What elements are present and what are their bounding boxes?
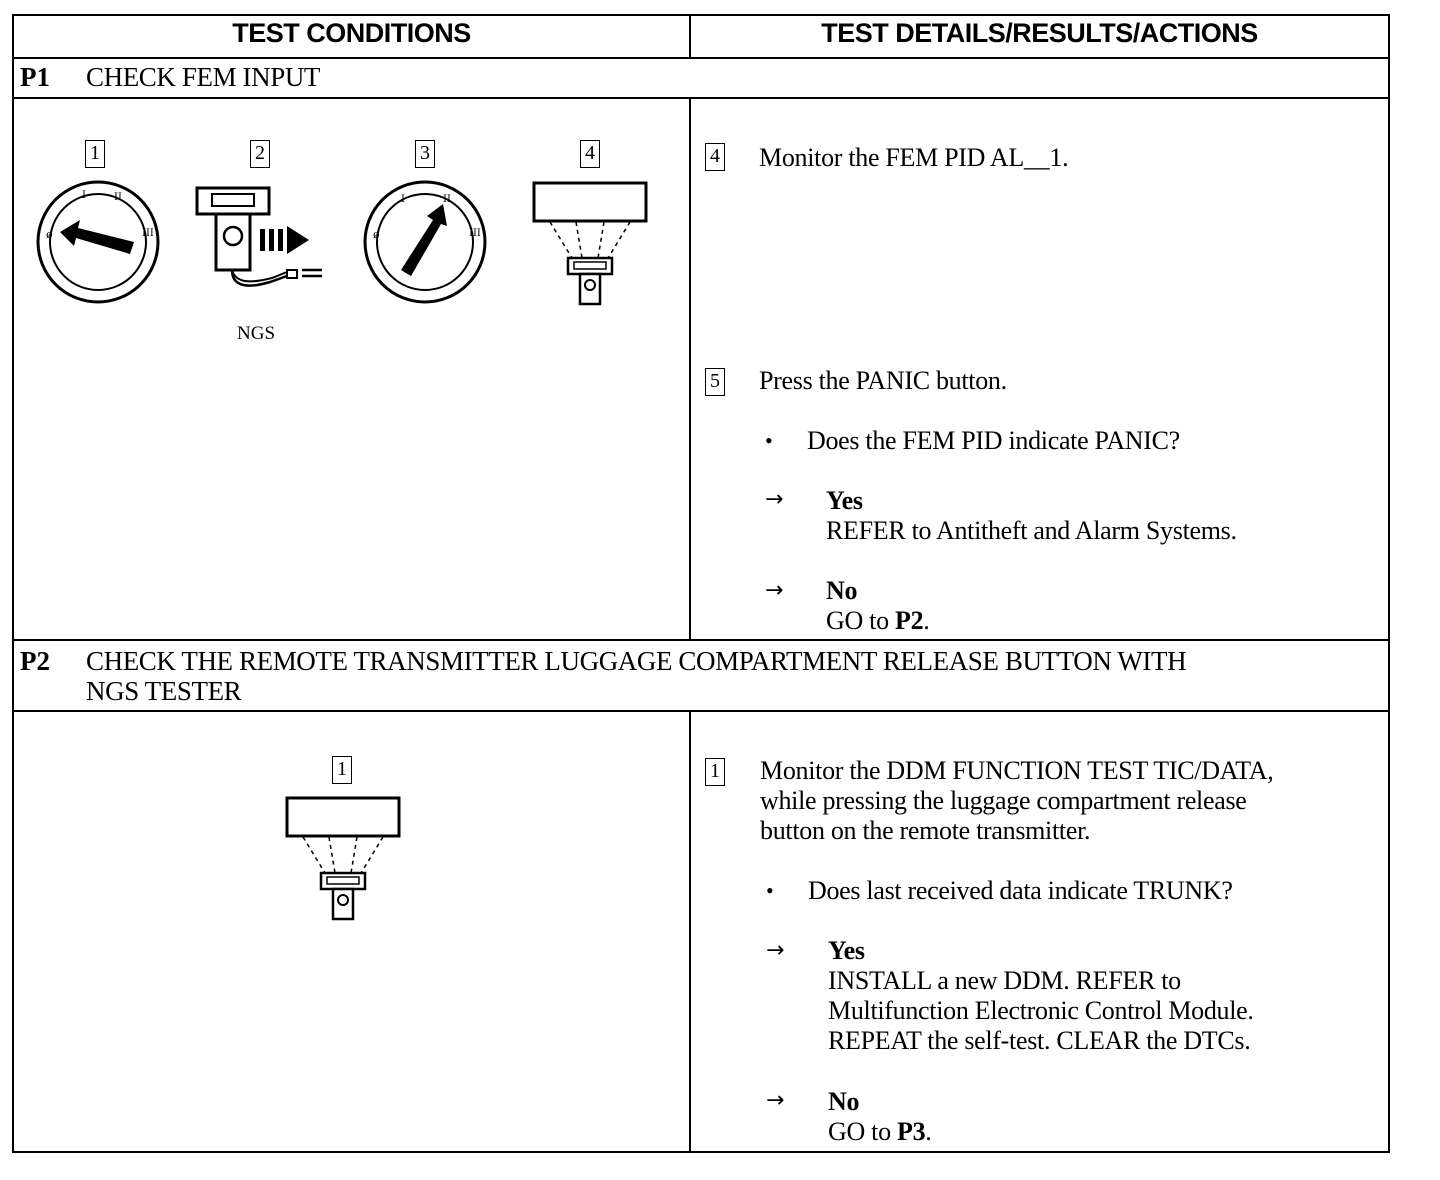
p1-action-text-5: Press the PANIC button. xyxy=(759,366,1007,395)
p1-no-arrow: → xyxy=(765,578,784,603)
ngs-tester-connect-icon xyxy=(195,186,322,287)
p2-question: Does last received data indicate TRUNK? xyxy=(808,876,1233,905)
p1-yes-text: REFER to Antitheft and Alarm Systems. xyxy=(826,516,1237,545)
p1-no-label: No xyxy=(826,576,858,605)
svg-text:II: II xyxy=(114,192,122,203)
p1-column-divider xyxy=(689,97,691,641)
p2-no-suffix: . xyxy=(925,1117,932,1146)
p2-step-id: P2 xyxy=(20,646,50,676)
p2-yes-label: Yes xyxy=(828,936,865,965)
p2-no-arrow: → xyxy=(766,1088,785,1113)
p2-action-line-2: while pressing the luggage compartment r… xyxy=(760,786,1247,815)
header-divider xyxy=(12,57,1390,59)
p1-action-text-4: Monitor the FEM PID AL__1. xyxy=(759,143,1069,172)
tester-screen-icon xyxy=(532,181,648,306)
p1-illus-step-2: 2 xyxy=(250,140,270,168)
header-column-divider xyxy=(689,14,691,58)
ignition-run-icon: ø I II III xyxy=(363,180,487,304)
svg-text:ø: ø xyxy=(373,228,380,241)
p2-no-target: P3 xyxy=(896,1117,926,1146)
ignition-off-icon: ø I II III xyxy=(36,180,160,304)
header-test-conditions: TEST CONDITIONS xyxy=(232,18,471,48)
header-test-details: TEST DETAILS/RESULTS/ACTIONS xyxy=(821,18,1258,48)
p1-yes-label: Yes xyxy=(826,486,863,515)
svg-text:ø: ø xyxy=(46,228,53,241)
p1-no-prefix: GO to xyxy=(826,606,895,635)
svg-text:I: I xyxy=(401,194,405,205)
p1-illus-step-4: 4 xyxy=(580,140,600,168)
p2-yes-line-2: Multifunction Electronic Control Module. xyxy=(828,996,1254,1025)
p1-step-title: CHECK FEM INPUT xyxy=(86,62,321,92)
svg-text:II: II xyxy=(443,194,451,205)
p2-step-title-line2: NGS TESTER xyxy=(86,676,242,706)
svg-text:III: III xyxy=(142,228,154,239)
p2-illus-step-1: 1 xyxy=(332,756,352,784)
p2-title-divider xyxy=(12,710,1390,712)
ngs-label: NGS xyxy=(237,323,276,344)
p2-no-label: No xyxy=(828,1087,860,1116)
p2-yes-line-1: INSTALL a new DDM. REFER to xyxy=(828,966,1181,995)
p2-step-title-line1: CHECK THE REMOTE TRANSMITTER LUGGAGE COM… xyxy=(86,646,1187,676)
svg-text:III: III xyxy=(469,228,481,239)
p1-action-num-4: 4 xyxy=(705,143,725,171)
p2-no-prefix: GO to xyxy=(828,1117,897,1146)
tester-screen-icon xyxy=(285,796,401,921)
p2-yes-arrow: → xyxy=(766,938,785,963)
p2-question-bullet: • xyxy=(766,878,774,903)
p1-question: Does the FEM PID indicate PANIC? xyxy=(807,426,1180,455)
p2-yes-line-3: REPEAT the self-test. CLEAR the DTCs. xyxy=(828,1026,1251,1055)
p1-no-suffix: . xyxy=(923,606,930,635)
p1-action-num-5: 5 xyxy=(705,368,725,396)
p2-section-divider xyxy=(12,639,1390,641)
p1-no-target: P2 xyxy=(894,606,924,635)
p1-title-divider xyxy=(12,97,1390,99)
p1-illus-step-1: 1 xyxy=(85,140,105,168)
p1-yes-arrow: → xyxy=(765,487,784,512)
p2-no-text: GO to P3. xyxy=(828,1117,932,1147)
p1-step-id: P1 xyxy=(20,62,50,92)
p1-illus-step-3: 3 xyxy=(415,140,435,168)
p2-action-line-1: Monitor the DDM FUNCTION TEST TIC/DATA, xyxy=(760,756,1274,785)
svg-text:I: I xyxy=(82,190,86,201)
table-frame xyxy=(12,14,1390,1153)
p2-action-line-3: button on the remote transmitter. xyxy=(760,816,1091,845)
p2-column-divider xyxy=(689,710,691,1153)
p1-question-bullet: • xyxy=(765,428,773,453)
p1-no-text: GO to P2. xyxy=(826,606,930,636)
p2-action-num-1: 1 xyxy=(705,758,725,786)
